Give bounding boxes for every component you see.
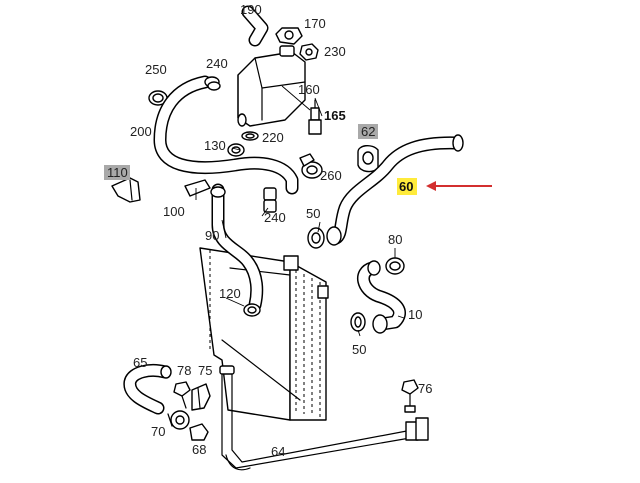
clamp-120 [243,303,261,317]
label-68: 68 [192,442,206,457]
label-78: 78 [177,363,191,378]
label-160: 160 [298,82,320,97]
bolt-165 [308,99,322,135]
pipe-64 [219,365,429,471]
label-62: 62 [361,124,375,139]
label-130: 130 [204,138,226,153]
clamp-130 [227,143,245,157]
label-200: 200 [130,124,152,139]
label-box-62 [358,124,378,139]
pointer-arrow [426,181,492,191]
drain-plug-70 [167,410,190,430]
expansion-tank [237,45,306,127]
clamp-100 [184,179,211,197]
label-50-upper: 50 [306,206,320,221]
seal-220 [241,131,259,141]
label-165: 165 [324,108,346,123]
nut-230 [299,43,319,61]
label-box-110 [104,165,130,180]
label-10: 10 [408,307,422,322]
label-220: 220 [262,130,284,145]
clamp-110 [111,177,141,203]
label-80: 80 [388,232,402,247]
label-120: 120 [219,286,241,301]
bracket-75 [191,383,211,411]
label-60: 60 [399,179,413,194]
label-75: 75 [198,363,212,378]
seal-68 [189,423,209,441]
bolt-78 [173,381,191,409]
label-box-60 [397,178,417,195]
label-170: 170 [304,16,326,31]
clamp-62 [357,145,379,173]
label-250: 250 [145,62,167,77]
clamp-80 [385,257,405,275]
label-260: 260 [320,168,342,183]
label-230: 230 [324,44,346,59]
leader-lines [195,85,405,337]
bolt-76 [401,379,419,413]
label-90: 90 [205,228,219,243]
cap-170 [275,27,303,45]
label-65: 65 [133,355,147,370]
label-240-top: 240 [206,56,228,71]
label-70: 70 [151,424,165,439]
clamp-260 [299,153,323,179]
callout-labels: 190 170 230 250 240 160 165 200 130 220 … [107,2,432,459]
label-110: 110 [107,165,128,180]
label-100: 100 [163,204,185,219]
label-50-lower: 50 [352,342,366,357]
label-240-mid: 240 [264,210,286,225]
clamp-50-upper [307,226,342,249]
label-190: 190 [240,2,262,17]
clamp-50-lower [350,312,388,334]
label-76: 76 [418,381,432,396]
label-64: 64 [271,444,285,459]
radiator [199,247,329,421]
